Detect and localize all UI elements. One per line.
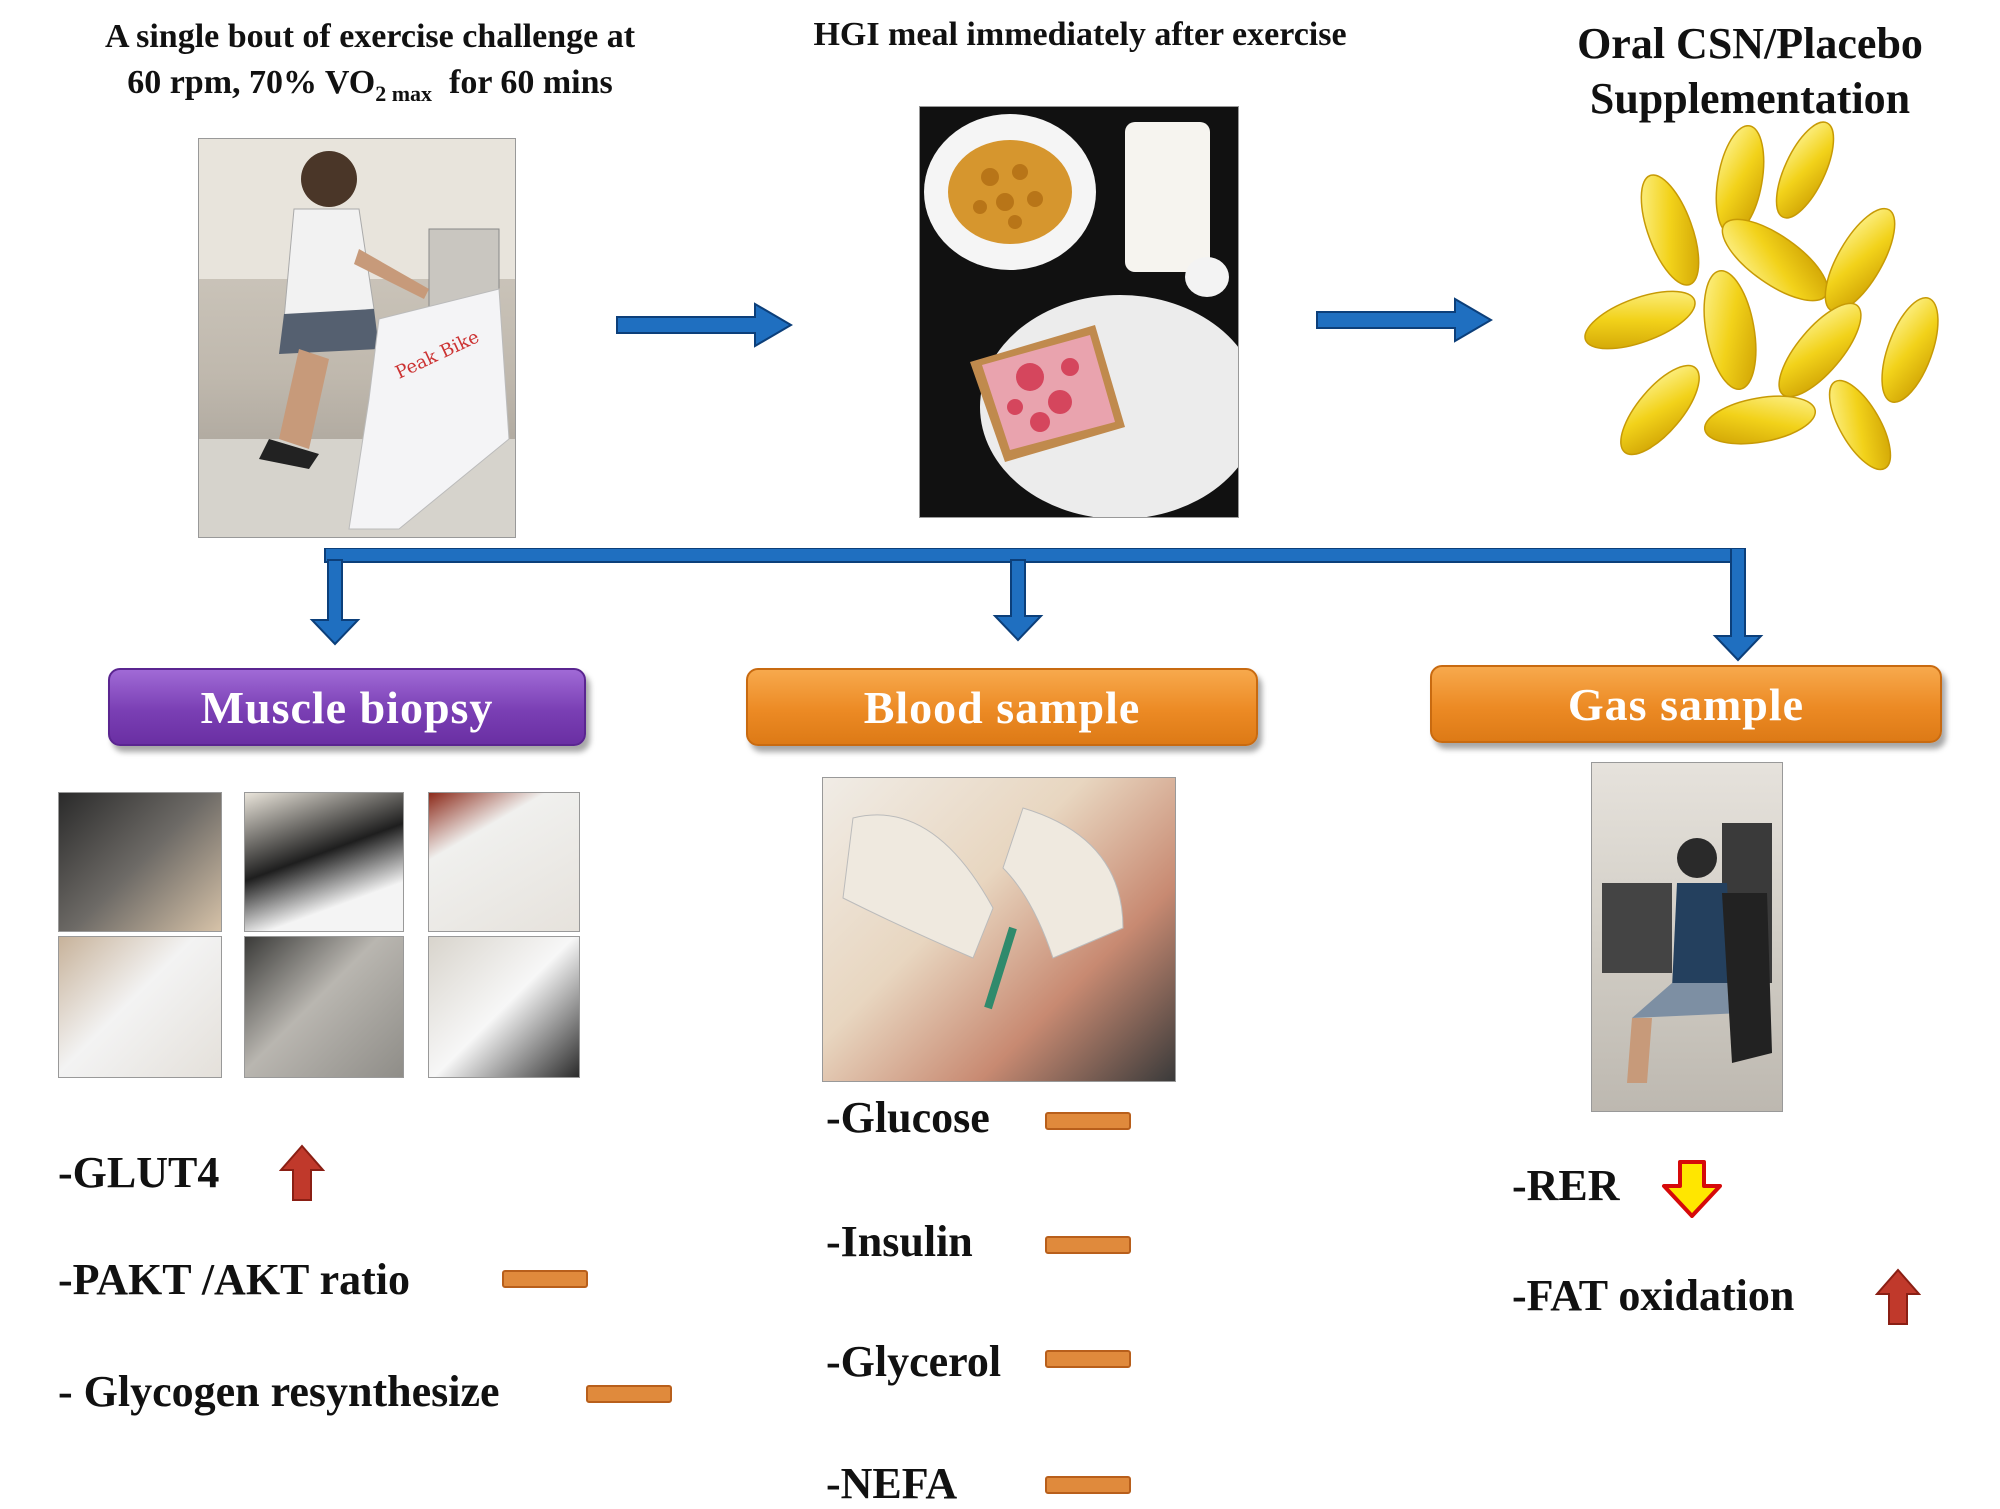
gas-sample-photo [1591, 762, 1783, 1112]
muscle-result-3-no-change-icon [586, 1385, 672, 1403]
blood-sample-label: Blood sample [746, 668, 1258, 746]
step3-title: Oral CSN/Placebo Supplementation [1500, 16, 2000, 126]
arrow-step2-to-step3 [1316, 297, 1493, 343]
biopsy-photo-3 [428, 792, 580, 932]
gas-sample-label: Gas sample [1430, 665, 1942, 743]
blood-result-1-label: -Glucose [826, 1093, 990, 1142]
branch-connector [309, 548, 1764, 662]
blood-result-1-no-change-icon [1045, 1112, 1131, 1130]
step3-title-line1: Oral CSN/Placebo [1577, 19, 1923, 68]
muscle-result-2-no-change-icon [502, 1270, 588, 1288]
step1-title: A single bout of exercise challenge at 6… [40, 14, 700, 108]
capsules-photo [1560, 120, 1960, 480]
biopsy-photo-4 [58, 936, 222, 1078]
step3-title-line2: Supplementation [1589, 74, 1911, 123]
step2-title: HGI meal immediately after exercise [813, 16, 1347, 53]
biopsy-photo-2 [244, 792, 404, 932]
exercise-bike-photo: Peak Bike [198, 138, 516, 538]
biopsy-photo-1 [58, 792, 222, 932]
blood-result-2-no-change-icon [1045, 1236, 1131, 1254]
hgi-meal-photo [919, 106, 1239, 518]
muscle-result-2-label: -PAKT /AKT ratio [58, 1255, 410, 1304]
blood-result-4-label: -NEFA [826, 1459, 958, 1508]
blood-result-4-no-change-icon [1045, 1476, 1131, 1494]
gas-result-1-label: -RER [1512, 1161, 1620, 1210]
muscle-result-3-label: - Glycogen resynthesize [58, 1367, 500, 1416]
muscle-result-1-up-arrow-icon [279, 1144, 325, 1201]
muscle-biopsy-photo-grid [58, 792, 582, 1078]
biopsy-photo-6 [428, 936, 580, 1078]
gas-result-1-down-arrow-icon [1662, 1160, 1722, 1218]
step1-title-line1: A single bout of exercise challenge at [104, 18, 636, 55]
blood-result-3-label: -Glycerol [826, 1337, 1002, 1386]
blood-result-3-no-change-icon [1045, 1350, 1131, 1368]
gas-result-2-up-arrow-icon [1875, 1268, 1921, 1325]
muscle-biopsy-label: Muscle biopsy [108, 668, 586, 746]
gas-result-2-label: -FAT oxidation [1512, 1271, 1795, 1320]
biopsy-photo-5 [244, 936, 404, 1078]
step1-title-line2: 60 rpm, 70% VO2 max for 60 mins [127, 63, 613, 106]
blood-sample-photo [822, 777, 1176, 1082]
blood-result-2-label: -Insulin [826, 1217, 973, 1266]
muscle-result-1-label: -GLUT4 [58, 1148, 220, 1197]
arrow-step1-to-step2 [616, 302, 793, 348]
